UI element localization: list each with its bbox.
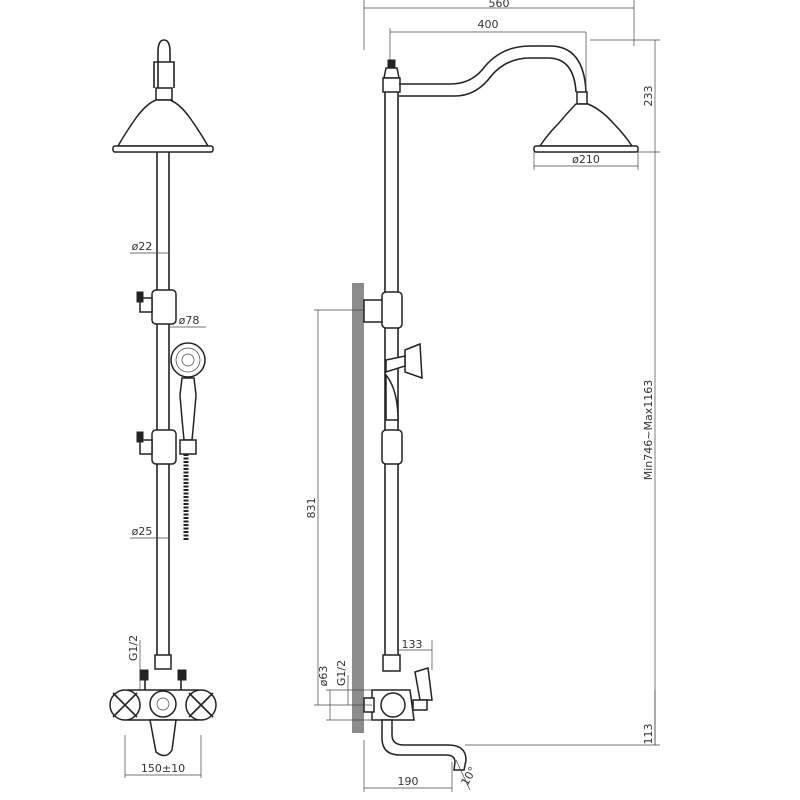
- front-view: [109, 39, 217, 778]
- front-hand-shower-handle: [179, 377, 197, 441]
- front-upper-bracket: [151, 289, 177, 325]
- front-spout: [149, 719, 177, 757]
- front-head-nut: [155, 87, 173, 101]
- side-hand-shower-handle: [385, 372, 399, 421]
- front-rain-head: [116, 99, 210, 147]
- dim-riser-diameter: ø22: [132, 240, 153, 253]
- dim-lower-pipe-diameter: ø25: [132, 525, 153, 538]
- side-shower-arm: [399, 45, 587, 93]
- dim-inlet-thread-side: G1/2: [335, 660, 348, 686]
- side-rain-head: [538, 103, 634, 147]
- dim-head-drop: 233: [642, 86, 655, 107]
- front-gooseneck: [157, 39, 171, 88]
- wall: [352, 283, 364, 733]
- dim-wall-offset: 133: [402, 638, 423, 651]
- side-upper-bracket: [381, 291, 403, 329]
- side-top-fitting: [382, 77, 401, 93]
- dim-arm-reach: 400: [478, 18, 499, 31]
- dim-height-range: Min746~Max1163: [642, 380, 655, 480]
- dim-inlet-height: 831: [305, 498, 318, 519]
- dim-inlet-centers: 150±10: [141, 762, 185, 775]
- dim-handshower-diameter: ø78: [179, 314, 200, 327]
- dim-inlet-thread-front: G1/2: [127, 635, 140, 661]
- side-spout: [381, 719, 467, 771]
- dim-spout-height: 113: [642, 724, 655, 745]
- dim-width-total: 560: [489, 0, 510, 10]
- dim-body-diameter: ø63: [317, 666, 330, 687]
- dim-spout-reach: 190: [398, 775, 419, 788]
- side-lever-handle: [414, 667, 433, 701]
- side-lower-bracket: [381, 429, 403, 465]
- dim-head-diameter: ø210: [572, 153, 600, 166]
- side-view: [314, 0, 660, 792]
- side-head-nut: [576, 91, 588, 105]
- front-lower-bracket: [151, 429, 177, 465]
- side-hand-shower-head: [404, 342, 423, 380]
